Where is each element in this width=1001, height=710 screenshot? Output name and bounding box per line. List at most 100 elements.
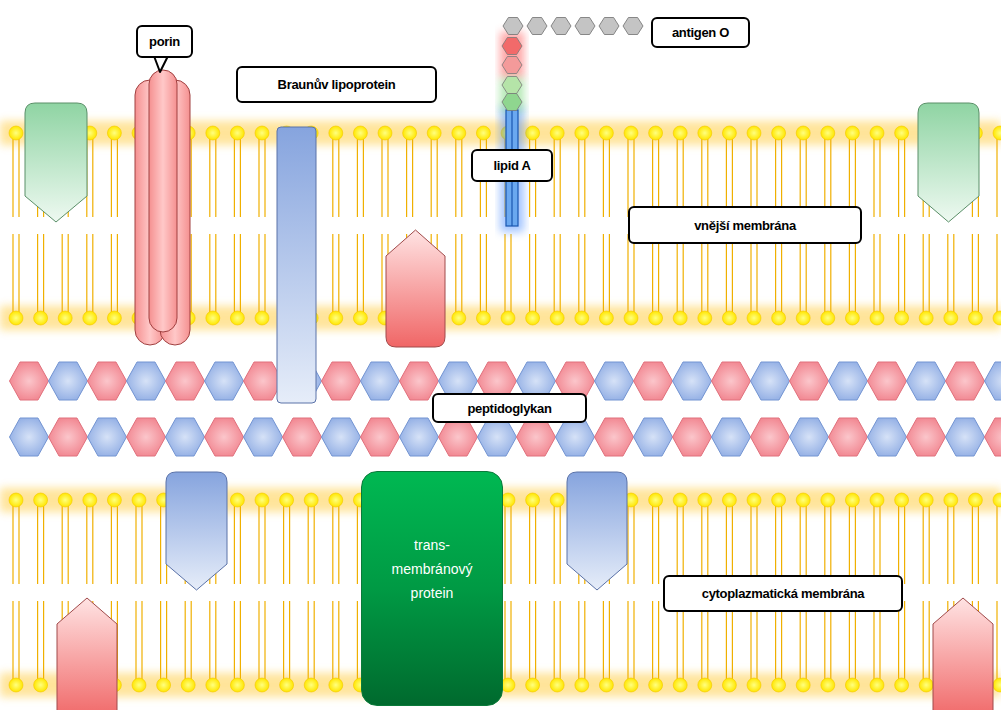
peptidoglycan-unit bbox=[829, 418, 868, 456]
lipid-tail bbox=[929, 601, 930, 685]
lipid-tail bbox=[683, 133, 684, 217]
lipid-tail bbox=[658, 601, 659, 685]
core-glow bbox=[500, 32, 524, 78]
lipid-tail bbox=[750, 133, 751, 217]
peptidoglycan-unit bbox=[634, 418, 673, 456]
lipid-tail bbox=[264, 601, 265, 685]
lipid-tail bbox=[726, 234, 727, 318]
lipid-tail bbox=[781, 601, 782, 685]
lipid-tail bbox=[652, 500, 653, 584]
lipid-tail bbox=[338, 133, 339, 217]
lipid-head bbox=[83, 311, 97, 325]
lipid-tail bbox=[215, 133, 216, 217]
lipid-head bbox=[747, 678, 761, 692]
lipid-tail bbox=[141, 601, 142, 685]
lipid-tail bbox=[627, 601, 628, 685]
lipid-head bbox=[870, 678, 884, 692]
lipid-tail bbox=[707, 234, 708, 318]
lipid-head bbox=[353, 126, 367, 140]
peptidoglycan-unit bbox=[322, 362, 361, 400]
lipid-head bbox=[649, 493, 663, 507]
lipid-tail bbox=[633, 500, 634, 584]
lipid-tail bbox=[824, 500, 825, 584]
lipid-tail bbox=[683, 500, 684, 584]
lipid-head bbox=[550, 678, 564, 692]
lipid-head bbox=[501, 678, 515, 692]
peptidoglycan-unit bbox=[790, 362, 829, 400]
lipid-tail bbox=[363, 234, 364, 318]
lipid-tail bbox=[510, 234, 511, 318]
lipid-head bbox=[255, 493, 269, 507]
lipid-tail bbox=[873, 601, 874, 685]
label-text: peptidoglykan bbox=[467, 401, 551, 416]
peptidoglycan-unit bbox=[712, 418, 751, 456]
lipid-head bbox=[895, 311, 909, 325]
lipid-tail bbox=[800, 500, 801, 584]
lipid-tail bbox=[560, 601, 561, 685]
lipid-head bbox=[575, 126, 589, 140]
lipid-tail bbox=[37, 500, 38, 584]
lipid-tail bbox=[234, 601, 235, 685]
peptidoglycan-unit bbox=[517, 418, 556, 456]
lipid-head bbox=[427, 126, 441, 140]
lipid-tail bbox=[578, 133, 579, 217]
lipid-tail bbox=[535, 234, 536, 318]
lipid-head bbox=[772, 126, 786, 140]
lipid-tail bbox=[43, 500, 44, 584]
lipid-head bbox=[329, 678, 343, 692]
lipid-tail bbox=[953, 234, 954, 318]
peptidoglycan-unit bbox=[10, 418, 49, 456]
peptidoglycan-unit bbox=[478, 418, 517, 456]
lipid-tail bbox=[929, 234, 930, 318]
lipid-head bbox=[968, 493, 982, 507]
lipid-tail bbox=[978, 500, 979, 584]
core-sugar bbox=[502, 38, 522, 55]
lipid-tail bbox=[756, 133, 757, 217]
membrane-protein bbox=[567, 472, 627, 590]
lipid-tail bbox=[160, 601, 161, 685]
lipid-tail bbox=[117, 500, 118, 584]
lipid-tail bbox=[332, 601, 333, 685]
lipid-tail bbox=[996, 133, 997, 217]
lipid-tail bbox=[972, 234, 973, 318]
lipid-tail bbox=[381, 234, 382, 318]
lipid-tail bbox=[357, 500, 358, 584]
lipid-tail bbox=[160, 500, 161, 584]
lipid-tail bbox=[554, 234, 555, 318]
lipid-head bbox=[722, 493, 736, 507]
lipid-head bbox=[550, 126, 564, 140]
lipid-tail bbox=[111, 500, 112, 584]
lipid-tail bbox=[633, 234, 634, 318]
lipid-head bbox=[747, 126, 761, 140]
lipid-tail bbox=[781, 133, 782, 217]
lipid-tail bbox=[406, 133, 407, 217]
peptidoglycan-unit bbox=[829, 362, 868, 400]
lipid-head bbox=[673, 126, 687, 140]
peptidoglycan-unit bbox=[673, 418, 712, 456]
peptidoglycan-unit bbox=[439, 418, 478, 456]
peptidoglycan-unit bbox=[868, 362, 907, 400]
lipid-head bbox=[772, 311, 786, 325]
lipid-head bbox=[624, 311, 638, 325]
lipid-head bbox=[845, 126, 859, 140]
lipid-tail bbox=[904, 601, 905, 685]
peptidoglycan-unit bbox=[361, 418, 400, 456]
lipid-head bbox=[673, 493, 687, 507]
lipid-head bbox=[895, 126, 909, 140]
lipid-tail bbox=[609, 133, 610, 217]
lipid-tail bbox=[806, 500, 807, 584]
peptidoglycan-unit bbox=[283, 418, 322, 456]
lipid-tail bbox=[800, 601, 801, 685]
lipid-tail bbox=[707, 601, 708, 685]
lipid-head bbox=[698, 311, 712, 325]
lipid-head bbox=[968, 311, 982, 325]
membrane-protein bbox=[386, 230, 445, 347]
lipid-tail bbox=[603, 601, 604, 685]
lipid-tail bbox=[584, 133, 585, 217]
lipid-head bbox=[796, 126, 810, 140]
lipid-tail bbox=[234, 234, 235, 318]
lipid-head bbox=[58, 311, 72, 325]
lipid-head bbox=[747, 311, 761, 325]
lipid-head bbox=[9, 678, 23, 692]
lipid-head bbox=[919, 678, 933, 692]
